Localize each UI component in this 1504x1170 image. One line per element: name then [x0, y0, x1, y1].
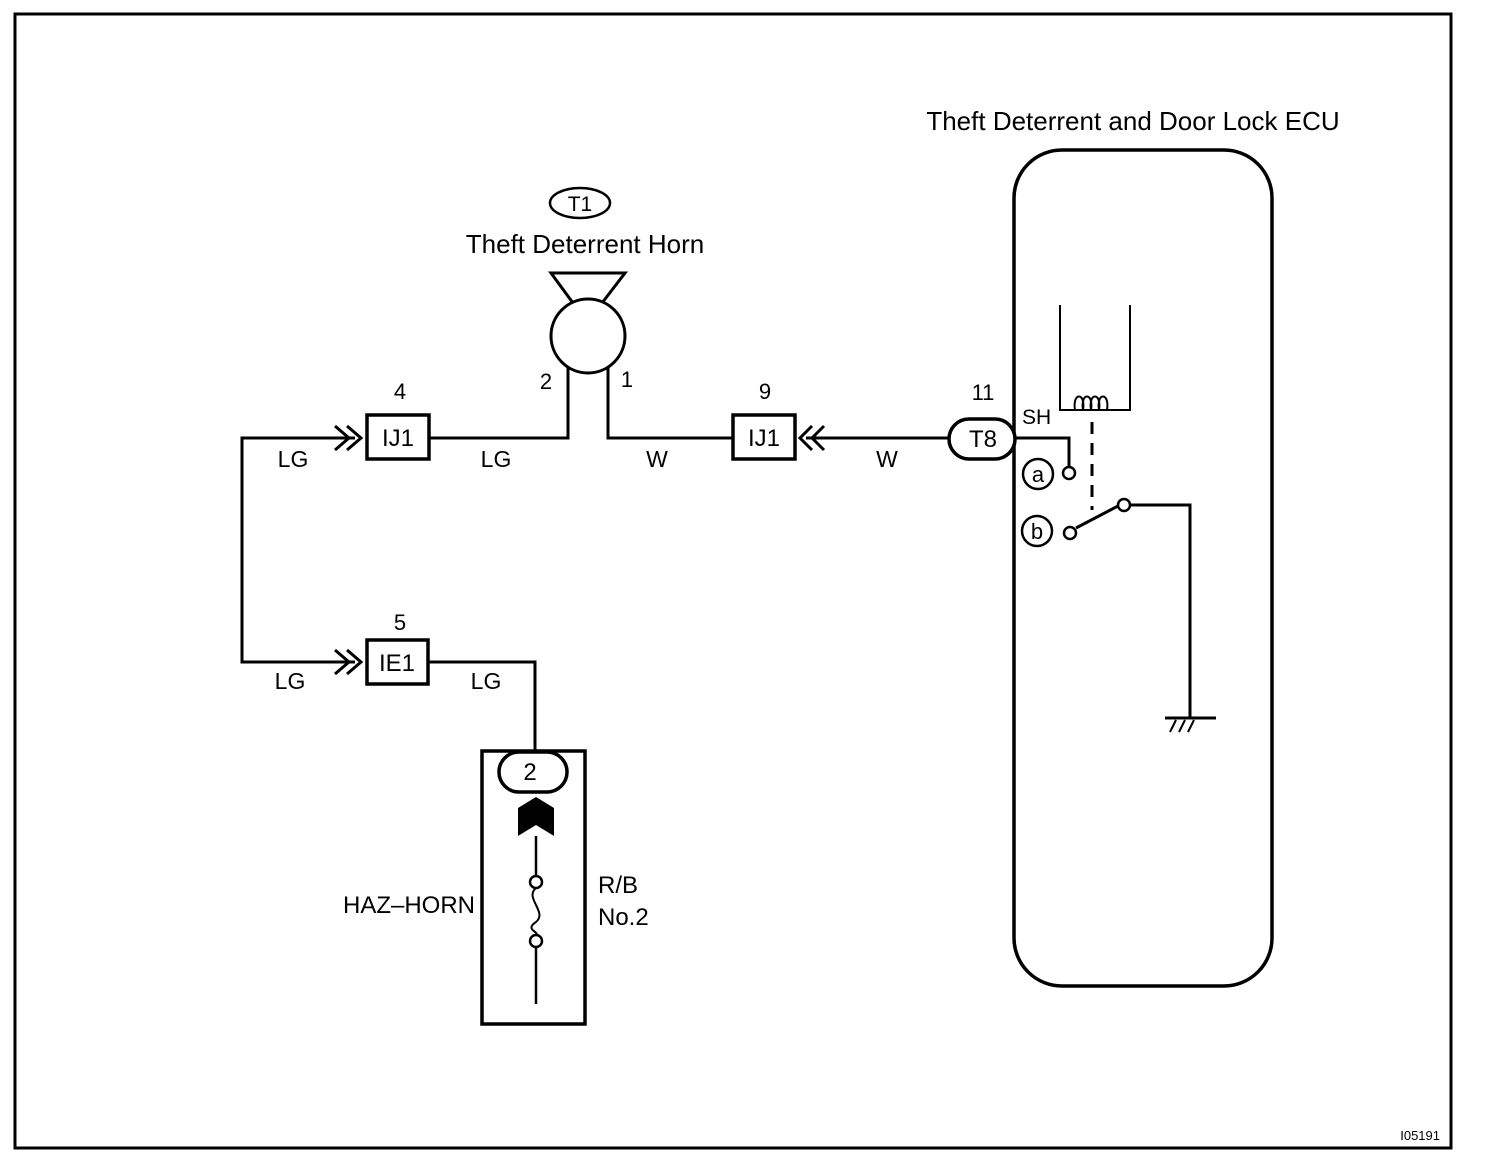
figure-id: I05191 — [1400, 1128, 1440, 1143]
contact-b-point — [1062, 525, 1078, 541]
fuse-terminal-top — [528, 874, 544, 890]
relay-coil-icon — [1073, 395, 1109, 411]
wire-color-w: W — [876, 446, 898, 472]
horn-code-badge — [548, 186, 612, 220]
wire-horn-to-ij1-left — [429, 368, 570, 440]
ecu-terminal-sh: SH — [1022, 406, 1051, 429]
diagram-frame — [13, 12, 1453, 1150]
relay-block-name-line1: R/B — [598, 872, 638, 899]
horn-body-icon — [549, 297, 627, 375]
contact-a-label: a — [1032, 462, 1045, 487]
junction-ij1-left-label: IJ1 — [382, 425, 414, 452]
contact-b-badge — [1020, 514, 1054, 548]
contact-b-label: b — [1031, 519, 1043, 544]
junction-ie1-label: IE1 — [379, 650, 415, 677]
contact-a-point — [1061, 465, 1077, 481]
horn-pin-left: 2 — [540, 369, 552, 394]
contact-a-badge — [1021, 457, 1055, 491]
relay-block-name-line2: No.2 — [598, 904, 649, 931]
fuse-terminal-bottom — [528, 933, 544, 949]
fuse-icon — [530, 887, 541, 936]
switch-arm — [1075, 504, 1119, 530]
junction-ie1 — [365, 638, 430, 686]
connector-arrow-icon — [334, 424, 364, 452]
wire-left-vertical — [240, 436, 355, 664]
junction-ie1-pin: 5 — [394, 610, 406, 635]
connector-arrow-icon — [797, 424, 826, 452]
horn-code-label: T1 — [568, 193, 593, 216]
wire-horn-to-ij1-right — [606, 368, 733, 440]
junction-ij1-left-pin: 4 — [394, 379, 406, 404]
wire-color-lg: LG — [275, 668, 306, 694]
horn-pin-right: 1 — [621, 367, 633, 392]
wire-color-w: W — [646, 446, 668, 472]
ecu-title: Theft Deterrent and Door Lock ECU — [926, 106, 1339, 136]
wire-ie1-to-rb — [428, 660, 537, 751]
junction-ij1-right-label: IJ1 — [748, 425, 780, 452]
wire-color-lg: LG — [481, 446, 512, 472]
connector-t8-label: T8 — [969, 426, 997, 453]
junction-ij1-left — [365, 413, 431, 461]
double-arrow-icon — [518, 797, 554, 836]
relay-block-pin-badge — [497, 750, 569, 794]
wire-color-lg: LG — [278, 446, 309, 472]
junction-ij1-right-pin: 9 — [759, 379, 771, 404]
switch-pivot — [1116, 497, 1132, 513]
connector-arrow-icon — [334, 648, 364, 676]
junction-ij1-right — [731, 413, 797, 461]
relay-block-pin-label: 2 — [523, 759, 536, 786]
relay-coil-frame — [1059, 305, 1131, 411]
fuse-name: HAZ–HORN — [343, 892, 475, 919]
ecu-body — [1012, 148, 1274, 988]
wire-color-lg: LG — [471, 668, 502, 694]
connector-t8-pin: 11 — [972, 380, 995, 405]
ground-icon — [1165, 716, 1216, 733]
sh-internal-wire — [1014, 436, 1071, 466]
ground-wire — [1130, 503, 1192, 718]
horn-title: Theft Deterrent Horn — [466, 229, 704, 259]
